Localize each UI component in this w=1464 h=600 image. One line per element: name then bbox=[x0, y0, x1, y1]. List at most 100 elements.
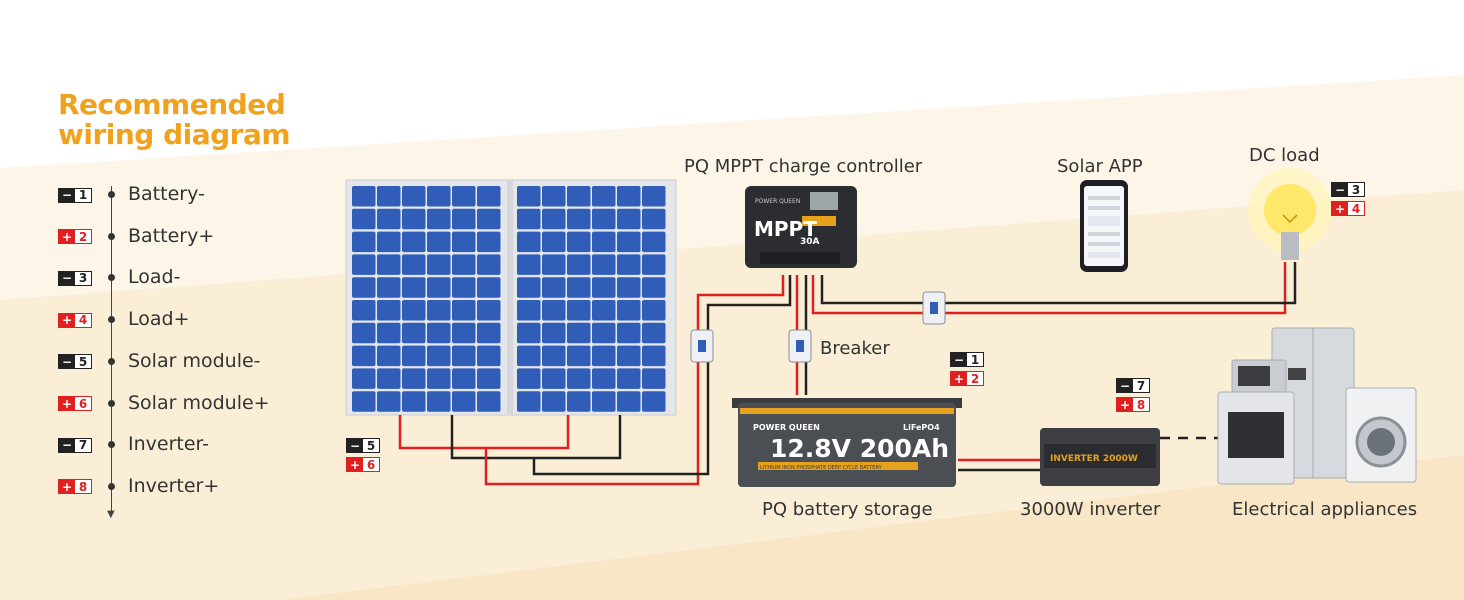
legend-label: Solar module+ bbox=[128, 391, 270, 414]
solar-cell bbox=[517, 231, 541, 253]
solar-cell bbox=[567, 345, 591, 367]
solar-panels bbox=[345, 179, 677, 416]
wire-tag-2: +2 bbox=[950, 371, 984, 386]
solar-cell bbox=[567, 391, 591, 412]
wire-tag-5: −5 bbox=[58, 354, 92, 370]
solar-cell bbox=[402, 368, 426, 389]
legend-label: Solar module- bbox=[128, 349, 261, 372]
wire-tag-6: +6 bbox=[346, 457, 380, 472]
solar-cell bbox=[542, 277, 566, 298]
solar-cell bbox=[452, 208, 476, 230]
solar-cell bbox=[567, 368, 591, 389]
legend-label: Battery- bbox=[128, 183, 205, 205]
solar-cell bbox=[517, 368, 541, 389]
inverter-wire-tags: −7+8 bbox=[1116, 378, 1150, 416]
solar-cell bbox=[477, 231, 501, 253]
wire-number: 5 bbox=[75, 355, 91, 369]
solar-app-label: Solar APP bbox=[1057, 156, 1143, 177]
wire-number: 4 bbox=[1348, 202, 1364, 215]
breaker-icons bbox=[690, 291, 946, 363]
legend-axis-arrow-icon: ▼ bbox=[107, 509, 115, 520]
solar-cell bbox=[377, 300, 401, 321]
legend-dot bbox=[108, 399, 115, 407]
plus-icon: + bbox=[951, 372, 967, 385]
solar-cell bbox=[477, 186, 501, 207]
solar-cell bbox=[427, 300, 451, 321]
wire-tag-5: −5 bbox=[346, 438, 380, 453]
wire-number: 8 bbox=[1133, 398, 1149, 411]
minus-icon: − bbox=[59, 438, 75, 452]
solar-cell bbox=[592, 277, 616, 298]
battery-image: POWER QUEEN 12.8V 200Ah LiFePO4 LITHIUM … bbox=[732, 398, 962, 487]
svg-text:POWER QUEEN: POWER QUEEN bbox=[755, 198, 800, 205]
wire-number: 4 bbox=[75, 313, 91, 327]
solar-cell bbox=[452, 391, 476, 412]
minus-icon: − bbox=[951, 353, 967, 366]
background bbox=[0, 75, 1464, 600]
load-wire-tags: −3 +4 bbox=[1331, 182, 1365, 220]
wire-tag-3: −3 bbox=[1331, 182, 1365, 197]
solar-cell bbox=[567, 322, 591, 344]
wire-number: 3 bbox=[75, 271, 91, 285]
solar-cell bbox=[567, 277, 591, 298]
solar-cell bbox=[642, 231, 666, 253]
solar-cell bbox=[517, 277, 541, 298]
dc-load-label: DC load bbox=[1249, 145, 1320, 166]
wire-tag-8: +8 bbox=[1116, 397, 1150, 412]
plus-icon: + bbox=[347, 458, 363, 471]
solar-cell bbox=[617, 300, 641, 321]
svg-text:MPPT: MPPT bbox=[754, 217, 817, 241]
solar-cell bbox=[617, 208, 641, 230]
phone-app-image bbox=[1080, 180, 1128, 272]
solar-wire-tags: −5 +6 bbox=[346, 438, 380, 476]
solar-cell bbox=[352, 231, 376, 253]
wire-number: 6 bbox=[363, 458, 379, 471]
solar-cell bbox=[427, 186, 451, 207]
solar-cell bbox=[477, 391, 501, 412]
wire-number: 1 bbox=[967, 353, 983, 366]
legend-dot bbox=[108, 357, 115, 365]
legend-dot bbox=[108, 482, 115, 490]
battery-wire-tags: −1+2 bbox=[950, 352, 984, 390]
solar-cell bbox=[477, 277, 501, 298]
plus-icon: + bbox=[1117, 398, 1133, 411]
plus-icon: + bbox=[1332, 202, 1348, 215]
legend-dot bbox=[108, 441, 115, 449]
solar-cell bbox=[402, 254, 426, 275]
solar-cell bbox=[542, 322, 566, 344]
solar-cell bbox=[377, 208, 401, 230]
wire-tag-4: +4 bbox=[58, 312, 92, 328]
solar-cell bbox=[352, 254, 376, 275]
wire-tag-2: +2 bbox=[58, 229, 92, 245]
solar-cell bbox=[642, 368, 666, 389]
solar-cell bbox=[352, 391, 376, 412]
solar-cell bbox=[402, 186, 426, 207]
solar-cell bbox=[427, 208, 451, 230]
solar-cell bbox=[427, 277, 451, 298]
inverter-image: INVERTER 2000W bbox=[1040, 428, 1160, 486]
solar-cell bbox=[477, 322, 501, 344]
wire-number: 2 bbox=[967, 372, 983, 385]
wire-number: 3 bbox=[1348, 183, 1364, 196]
solar-cell bbox=[592, 208, 616, 230]
legend-label: Load+ bbox=[128, 308, 190, 331]
solar-cell bbox=[642, 345, 666, 367]
solar-cell bbox=[377, 391, 401, 412]
solar-cell bbox=[477, 368, 501, 389]
solar-cell bbox=[517, 208, 541, 230]
solar-cell bbox=[542, 345, 566, 367]
minus-icon: − bbox=[59, 355, 75, 369]
solar-cell bbox=[567, 186, 591, 207]
battery-label: PQ battery storage bbox=[762, 499, 933, 520]
solar-cell bbox=[542, 254, 566, 275]
legend-dot bbox=[108, 191, 115, 198]
solar-cell bbox=[452, 186, 476, 207]
breaker-label: Breaker bbox=[820, 338, 890, 359]
legend-label: Inverter+ bbox=[128, 474, 220, 497]
solar-cell bbox=[542, 368, 566, 389]
solar-cell bbox=[452, 368, 476, 389]
title-line-1: Recommended bbox=[58, 88, 286, 121]
